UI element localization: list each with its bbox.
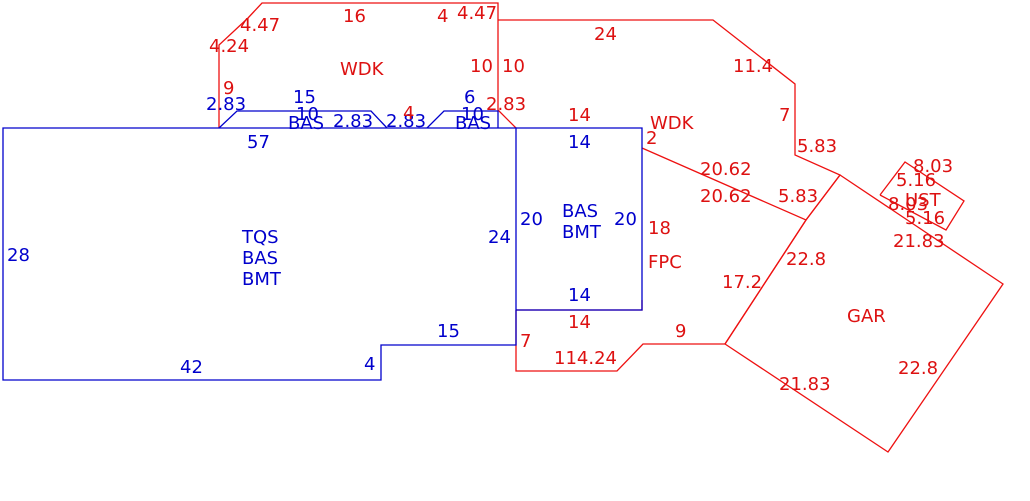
- wdk-right-diag2-dim: 5.83: [797, 136, 837, 157]
- wdk-right-side-dim: 7: [779, 105, 790, 126]
- bay-right-outline: [426, 110, 499, 129]
- bay-right-top-dim: 6: [464, 87, 475, 108]
- tqs-left-dim: 28: [7, 245, 30, 266]
- fpc-bottom-dim: 9: [675, 321, 686, 342]
- wdk-right-small-dim: 2: [646, 128, 657, 149]
- bas-bmt-left-dim: 20: [520, 209, 543, 230]
- tqs-label-2: BAS: [242, 248, 278, 269]
- bay-left-diag-b: 2.83: [333, 111, 373, 132]
- fpc-diag-dim: 17.2: [722, 272, 762, 293]
- wdk-right-top-dim: 24: [594, 24, 617, 45]
- fpc-left-dim: 7: [520, 331, 531, 352]
- tqs-label-1: TQS: [241, 227, 279, 248]
- wdk-top-label: WDK: [340, 59, 385, 80]
- wdk-right-long-b: 20.62: [700, 186, 752, 207]
- bas-left-label: BAS: [288, 113, 324, 134]
- ust-outline: [879, 161, 965, 231]
- wdk-top-diag-left-top: 4.47: [240, 15, 280, 36]
- wdk-top-topright-dim: 4: [437, 6, 448, 27]
- ust-side2-dim: 5.16: [905, 208, 945, 229]
- wdk-right-topleft-dim: 14: [568, 105, 591, 126]
- bas-bmt-bottom-dim: 14: [568, 285, 591, 306]
- wdk-right-diag3-dim: 5.83: [778, 186, 818, 207]
- fpc-top-dim: 14: [568, 312, 591, 333]
- wdk-right-label: WDK: [650, 113, 695, 134]
- bas-bmt-right-dim: 20: [614, 209, 637, 230]
- bay-right-inner-dim: 10: [461, 104, 484, 125]
- ust-side-dim: 5.16: [896, 170, 936, 191]
- bas-right-label: BAS: [455, 113, 491, 134]
- bay-right-diag-b: 2.83: [486, 94, 526, 115]
- wdk-top-left-dim: 9: [223, 78, 234, 99]
- bas-bmt-label-2: BMT: [562, 222, 602, 243]
- bas-bmt-top-dim: 14: [568, 132, 591, 153]
- wdk-right-diag-dim: 11.4: [733, 56, 773, 77]
- gar-topright-dim: 21.83: [893, 231, 945, 252]
- tqs-label-3: BMT: [242, 269, 282, 290]
- wdk-top-diag-left: 4.24: [209, 36, 249, 57]
- wdk-top-inner-dim: 4: [403, 103, 414, 124]
- wdk-top-right-b: 10: [502, 56, 525, 77]
- fpc-lower-diag-dim: 114.24: [554, 348, 617, 369]
- bay-left-outline: [218, 110, 388, 129]
- garage-outline: [724, 174, 1004, 453]
- wdk-top-top-dim: 16: [343, 6, 366, 27]
- bay-right-diag-a: 2.83: [386, 111, 426, 132]
- bas-bmt-outline: [516, 127, 643, 311]
- gar-top-dim: 22.8: [786, 249, 826, 270]
- fpc-right-dim: 18: [648, 218, 671, 239]
- wdk-top-outline: [218, 2, 517, 129]
- wdk-right-long-a: 20.62: [700, 159, 752, 180]
- gar-label: GAR: [847, 306, 886, 327]
- wdk-top-right-a: 10: [470, 56, 493, 77]
- bay-left-diag-a: 2.83: [206, 94, 246, 115]
- ust-top-dim: 8.03: [913, 156, 953, 177]
- wdk-top-diag-right: 4.47: [457, 3, 497, 24]
- tqs-notch-dim: 15: [437, 321, 460, 342]
- bas-bmt-label-1: BAS: [562, 201, 598, 222]
- fpc-label: FPC: [648, 252, 682, 273]
- tqs-top-dim: 57: [247, 132, 270, 153]
- tqs-right-dim: 24: [488, 227, 511, 248]
- gar-right-dim: 22.8: [898, 358, 938, 379]
- bay-left-top-dim: 15: [293, 87, 316, 108]
- tqs-step-dim: 4: [364, 354, 375, 375]
- ust-label: UST: [905, 190, 942, 211]
- ust-left-dim: 8.03: [888, 194, 928, 215]
- tqs-bottom-dim: 42: [180, 357, 203, 378]
- bay-left-inner-dim: 10: [296, 104, 319, 125]
- gar-bottom-dim: 21.83: [779, 374, 831, 395]
